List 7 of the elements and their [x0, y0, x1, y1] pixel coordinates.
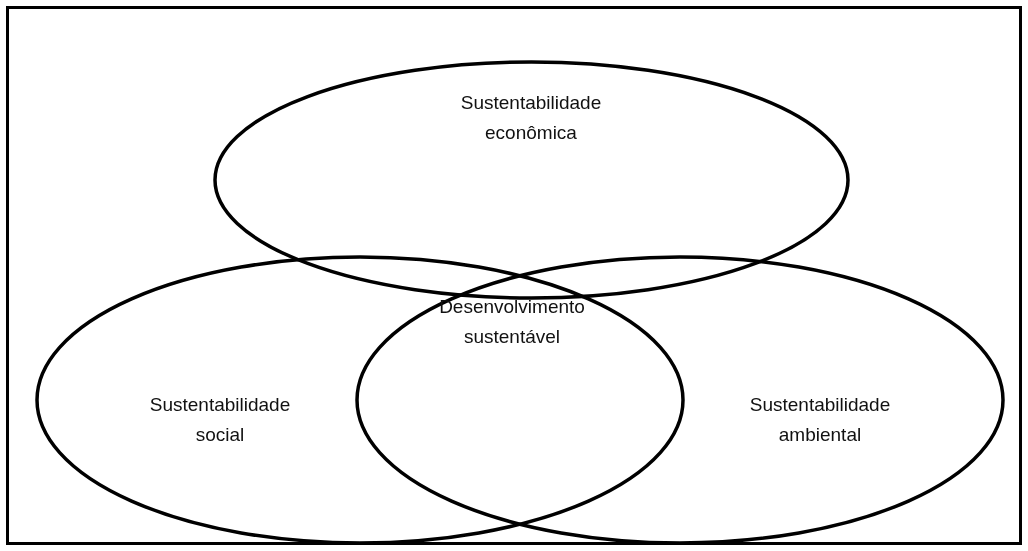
ellipse-label: Sustentabilidade econômica	[459, 91, 603, 145]
center-label: Desenvolvimento sustentável	[438, 295, 586, 349]
venn-ellipse	[355, 255, 1005, 545]
ellipse-label: Sustentabilidade ambiental	[748, 393, 892, 447]
venn-ellipse	[213, 60, 850, 300]
venn-ellipse	[35, 255, 685, 545]
ellipse-label: Sustentabilidade social	[148, 393, 292, 447]
